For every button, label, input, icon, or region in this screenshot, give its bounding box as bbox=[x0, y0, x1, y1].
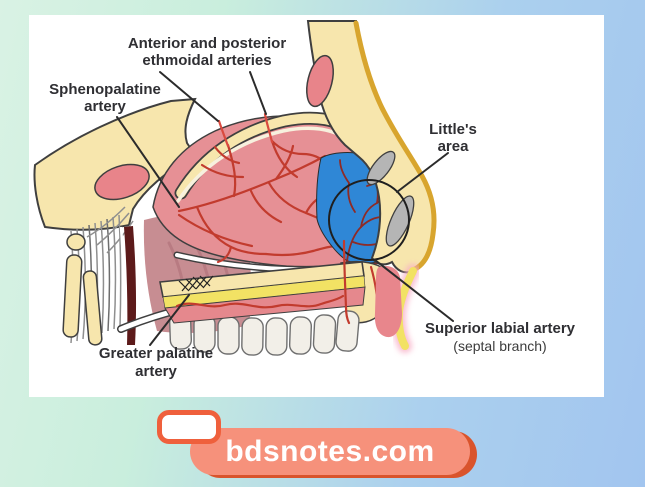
leader-lines bbox=[116, 71, 454, 346]
artery-branch bbox=[216, 245, 233, 264]
label-sphenopalatine-line1: Sphenopalatine bbox=[49, 81, 161, 98]
muscle-fiber-line bbox=[106, 218, 111, 332]
label-superior-labial-line2: (septal branch) bbox=[453, 338, 546, 354]
palate-hatching bbox=[178, 275, 214, 292]
label-ethmoidal-line2: ethmoidal arteries bbox=[142, 52, 271, 69]
muscle-fiber-line bbox=[118, 214, 122, 328]
artery-branch bbox=[264, 249, 315, 257]
label-littles-line1: Little's bbox=[429, 121, 477, 138]
anterior-ethmoidal-artery bbox=[217, 119, 230, 148]
watermark-tab bbox=[157, 410, 221, 444]
nose-outer-skin-edge bbox=[353, 20, 437, 273]
artery-branch bbox=[346, 226, 362, 262]
leader-line-superior-labial bbox=[374, 259, 454, 322]
label-superior-labial-line1: Superior labial artery bbox=[425, 320, 576, 337]
leader-line-sphenopalatine bbox=[116, 116, 180, 208]
upper-lip bbox=[374, 266, 402, 338]
artery-branch bbox=[175, 294, 345, 309]
label-greater-palatine-line1: Greater palatine bbox=[99, 345, 213, 362]
nasal-septum-diagram: Anterior and posterior ethmoidal arterie… bbox=[33, 20, 576, 380]
muscle-fiber-line bbox=[100, 220, 105, 334]
label-littles-line2: area bbox=[438, 138, 470, 155]
artery-branch bbox=[177, 154, 327, 213]
hatch-mark bbox=[181, 278, 193, 292]
pharynx-wall-stripe bbox=[124, 226, 137, 345]
artery-branch bbox=[226, 143, 237, 198]
hatch-mark bbox=[199, 275, 211, 287]
sphenoid-sinus bbox=[94, 163, 150, 201]
artery-branch bbox=[249, 189, 283, 224]
septal-arteries bbox=[177, 139, 349, 264]
artery-branch bbox=[342, 239, 351, 325]
tooth bbox=[335, 310, 360, 352]
leader-line-ethmoidal-anterior bbox=[159, 71, 219, 122]
bone-fragment bbox=[66, 233, 86, 251]
diagram-panel: Anterior and posterior ethmoidal arterie… bbox=[29, 15, 604, 397]
bone-strip bbox=[82, 270, 103, 346]
muscle-fiber-line bbox=[86, 206, 126, 238]
artery-branch bbox=[213, 145, 241, 165]
hatch-mark bbox=[195, 276, 207, 290]
tooth bbox=[217, 316, 240, 355]
artery-branch bbox=[339, 159, 350, 184]
bone-strip bbox=[62, 254, 83, 338]
artery-branch bbox=[177, 213, 254, 248]
ethmoidal-artery-lines bbox=[217, 112, 274, 148]
leader-line-greater-palatine bbox=[149, 294, 190, 346]
watermark-site-text: bdsnotes.com bbox=[225, 434, 435, 468]
hatch-mark bbox=[178, 280, 190, 292]
watermark-badge: bdsnotes.com bbox=[190, 428, 470, 475]
hatch-mark bbox=[202, 275, 214, 289]
artery-branch bbox=[195, 205, 233, 249]
frontal-sinus bbox=[306, 54, 334, 108]
hatch-mark bbox=[188, 277, 200, 291]
artery-branch bbox=[270, 139, 299, 179]
label-ethmoidal-line1: Anterior and posterior bbox=[128, 35, 287, 52]
upper-lateral-cartilage bbox=[366, 150, 396, 186]
tooth bbox=[265, 317, 288, 356]
tooth bbox=[241, 317, 264, 356]
label-greater-palatine-line2: artery bbox=[135, 363, 177, 380]
artery-branch bbox=[229, 245, 268, 256]
posterior-ethmoidal-artery bbox=[263, 112, 274, 144]
label-sphenopalatine-line2: artery bbox=[84, 98, 126, 115]
tooth bbox=[288, 316, 313, 355]
leader-line-littles-area bbox=[396, 152, 449, 193]
pharynx-wall-line bbox=[119, 226, 126, 346]
hatch-mark bbox=[185, 278, 197, 290]
littles-area-circle bbox=[328, 179, 410, 261]
tooth bbox=[312, 314, 337, 354]
hatch-mark bbox=[192, 276, 204, 288]
pterygoid-bones bbox=[62, 233, 103, 346]
muscle-fiber-line bbox=[96, 212, 130, 246]
muscle-fiber-line bbox=[112, 216, 117, 330]
artery-branch bbox=[360, 202, 378, 228]
artery-branch bbox=[200, 163, 245, 179]
artery-branch bbox=[274, 144, 295, 181]
leader-line-ethmoidal-posterior bbox=[249, 71, 267, 115]
